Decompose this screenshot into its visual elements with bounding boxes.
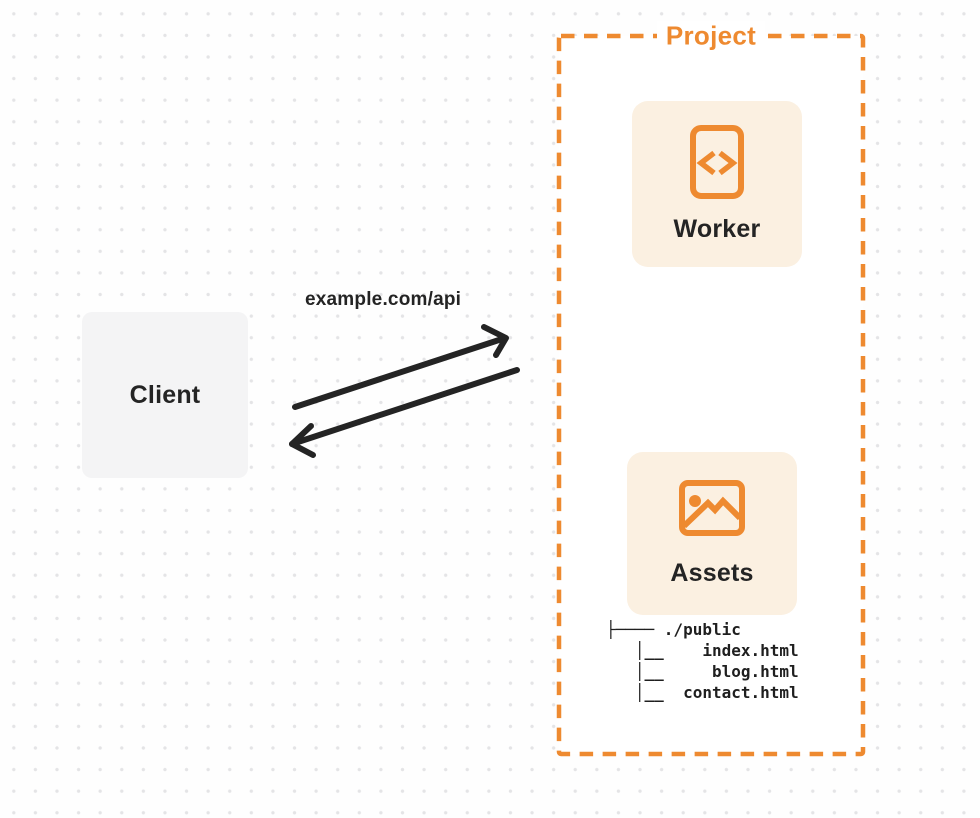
code-file-icon [690, 124, 744, 199]
worker-card: Worker [632, 101, 802, 267]
assets-label: Assets [670, 559, 754, 587]
response-arrow-line [289, 367, 520, 447]
client-label: Client [129, 380, 201, 409]
image-icon [679, 480, 745, 536]
file-tree-item: │__ blog.html [606, 662, 799, 681]
assets-file-tree: ├──── ./public │__ index.html │__ blog.h… [606, 619, 799, 703]
request-arrow-line [292, 335, 508, 410]
file-tree-item: │__ contact.html [606, 683, 799, 702]
client-box: Client [82, 312, 248, 478]
project-label-wrap: Project [559, 20, 863, 52]
response-arrowhead [289, 423, 316, 458]
request-arrowhead [481, 324, 509, 358]
worker-label: Worker [673, 214, 761, 243]
project-label: Project [656, 20, 766, 52]
image-icon-dot [689, 495, 701, 507]
file-tree-item: │__ index.html [606, 641, 799, 660]
assets-card: Assets [627, 452, 797, 615]
request-url-label: example.com/api [305, 289, 462, 310]
file-tree-root: ├──── ./public [606, 620, 741, 639]
